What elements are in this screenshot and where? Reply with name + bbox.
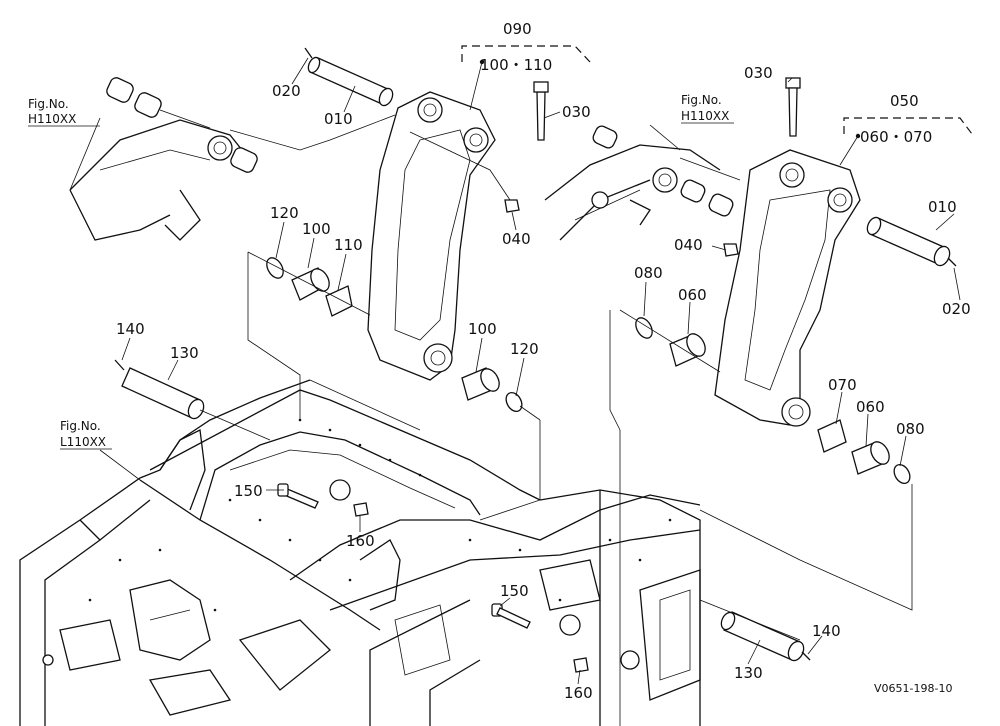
part-label-160-right: 160 [564, 684, 593, 702]
fig-ref-left-upper: Fig.No. H110XX [28, 97, 100, 127]
drawing-code: V0651-198-10 [874, 682, 952, 695]
part-label-130-left: 130 [170, 344, 199, 362]
bolt-030-right [785, 77, 801, 137]
part-label-120-lower: 120 [510, 340, 539, 358]
link-arm-left [367, 91, 496, 381]
part-label-040-left: 040 [502, 230, 531, 248]
part-label-080-upper: 080 [634, 264, 663, 282]
fig-ref-code: H110XX [681, 109, 729, 123]
part-label-060-lower: 060 [856, 398, 885, 416]
part-label-110: 110 [334, 236, 363, 254]
group-bracket-050 [839, 117, 973, 166]
fig-ref-prefix: Fig.No. [681, 93, 722, 107]
part-label-100-110: 100・110 [480, 56, 552, 74]
pin-010-left [304, 47, 394, 107]
main-frame [19, 379, 701, 726]
part-label-010-right: 010 [928, 198, 957, 216]
fig-ref-code: H110XX [28, 112, 76, 126]
fig-ref-left-lower: Fig.No. L110XX [60, 419, 112, 450]
right-lift-arm-ref [544, 125, 734, 241]
part-label-130-right: 130 [734, 664, 763, 682]
frame-bolt-holes [88, 418, 672, 612]
part-label-010-left: 010 [324, 110, 353, 128]
fig-ref-prefix: Fig.No. [28, 97, 69, 111]
part-label-030-right: 030 [744, 64, 773, 82]
bolt-150-left [277, 479, 369, 517]
part-labels: 090 100・110 030 020 010 040 120 100 110 … [116, 20, 971, 702]
fig-ref-prefix: Fig.No. [60, 419, 101, 433]
part-label-020-right: 020 [942, 300, 971, 318]
part-label-080-lower: 080 [896, 420, 925, 438]
left-lift-arm-ref [69, 77, 258, 241]
group-bracket-090 [461, 45, 591, 111]
part-label-020-left: 020 [272, 82, 301, 100]
part-label-030-left: 030 [562, 103, 591, 121]
part-label-060-upper: 060 [678, 286, 707, 304]
part-label-140-left: 140 [116, 320, 145, 338]
part-label-150-left: 150 [234, 482, 263, 500]
bolt-150-right [491, 603, 589, 673]
part-label-050: 050 [890, 92, 919, 110]
part-label-100-lower: 100 [468, 320, 497, 338]
pin-130-right [720, 611, 811, 662]
nut-040-right [723, 243, 739, 257]
part-label-160-left: 160 [346, 532, 375, 550]
pin-130-left [114, 359, 205, 420]
part-label-060-070: 060・070 [860, 128, 932, 146]
fig-ref-code: L110XX [60, 435, 106, 449]
part-label-140-right: 140 [812, 622, 841, 640]
part-label-100-upper: 100 [302, 220, 331, 238]
part-label-150-right: 150 [500, 582, 529, 600]
label-leaders [69, 57, 961, 685]
pin-010-right [866, 216, 957, 267]
alignment-lines [159, 109, 913, 726]
part-label-040-right: 040 [674, 236, 703, 254]
bolt-030-left [533, 81, 549, 141]
bushings-left [266, 257, 523, 412]
link-arm-right [714, 149, 861, 427]
part-label-090: 090 [503, 20, 532, 38]
nut-040-left [504, 199, 520, 213]
fig-ref-right-upper: Fig.No. H110XX [681, 93, 734, 124]
part-label-070: 070 [828, 376, 857, 394]
part-label-120-upper: 120 [270, 204, 299, 222]
